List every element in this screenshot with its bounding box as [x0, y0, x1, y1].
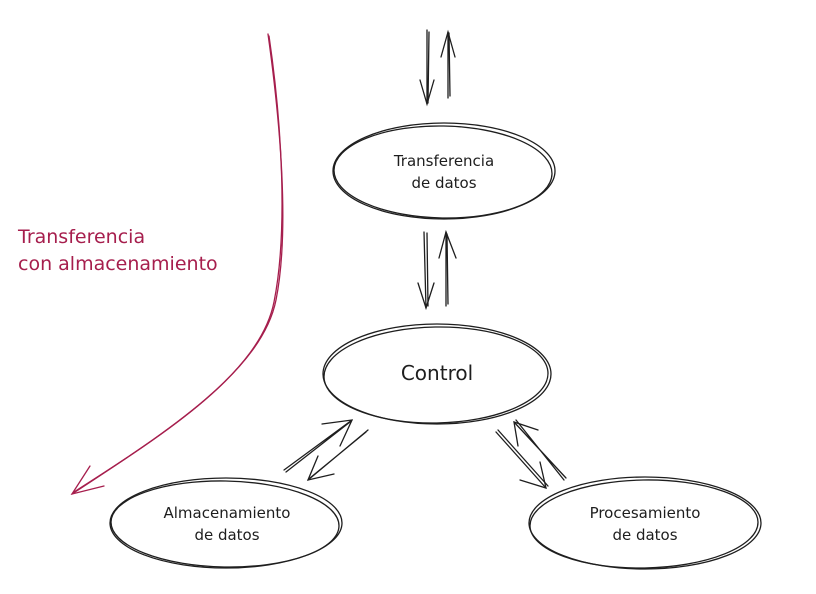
arrow-in-top	[419, 29, 456, 107]
node-transfer-label: Transferencia de datos	[393, 152, 495, 192]
node-processing-label: Procesamiento de datos	[589, 504, 701, 544]
ellipse-processing	[528, 476, 762, 570]
node-control-label: Control	[400, 361, 474, 385]
annotation-label: Transferencia con almacenamiento	[18, 226, 218, 275]
arrow-control-processing	[495, 419, 567, 489]
ellipse-control	[322, 323, 552, 425]
arrow-transfer-control	[417, 229, 457, 311]
node-storage-label: Almacenamiento de datos	[163, 504, 291, 544]
ellipse-storage	[109, 477, 343, 569]
ellipse-transfer	[332, 122, 556, 220]
arrow-control-storage	[283, 419, 369, 481]
annotation-arrow	[70, 33, 284, 496]
